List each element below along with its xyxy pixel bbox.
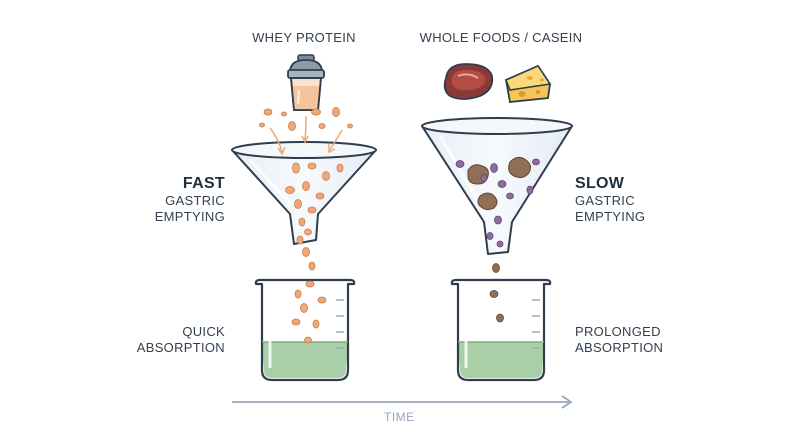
right-beaker [450,278,552,382]
falling-food-particles [489,263,504,323]
right-funnel [421,117,573,255]
emptying-label-right: EMPTYING [575,209,646,224]
quick-absorption-label: QUICK ABSORPTION [110,324,225,356]
gastric-label-right: GASTRIC [575,193,635,208]
time-axis-label: TIME [384,410,415,424]
fast-label: FAST [182,175,225,192]
whey-protein-label: WHEY PROTEIN [252,30,356,45]
slow-label: SLOW [575,175,625,192]
left-beaker [254,278,356,382]
casein-particles [455,158,540,248]
cheese-icon [504,64,552,103]
emptying-label-left: EMPTYING [154,209,225,224]
shaker-bottle-icon [287,54,325,111]
gastric-label-left: GASTRIC [165,193,225,208]
absorption-label-right: ABSORPTION [575,340,664,355]
flow-arrows [269,115,343,156]
food-chunks [467,156,532,211]
whole-foods-casein-label: WHOLE FOODS / CASEIN [419,30,583,45]
time-axis-arrow [232,395,573,409]
fast-gastric-emptying-label: FAST GASTRIC EMPTYING [120,174,225,225]
prolonged-label: PROLONGED [575,324,661,339]
whey-particles [259,107,353,344]
slow-gastric-emptying-label: SLOW GASTRIC EMPTYING [575,174,685,225]
absorption-label-left: ABSORPTION [136,340,225,355]
quick-label: QUICK [182,324,225,339]
steak-icon [443,63,494,100]
prolonged-absorption-label: PROLONGED ABSORPTION [575,324,695,356]
left-funnel [231,141,377,245]
